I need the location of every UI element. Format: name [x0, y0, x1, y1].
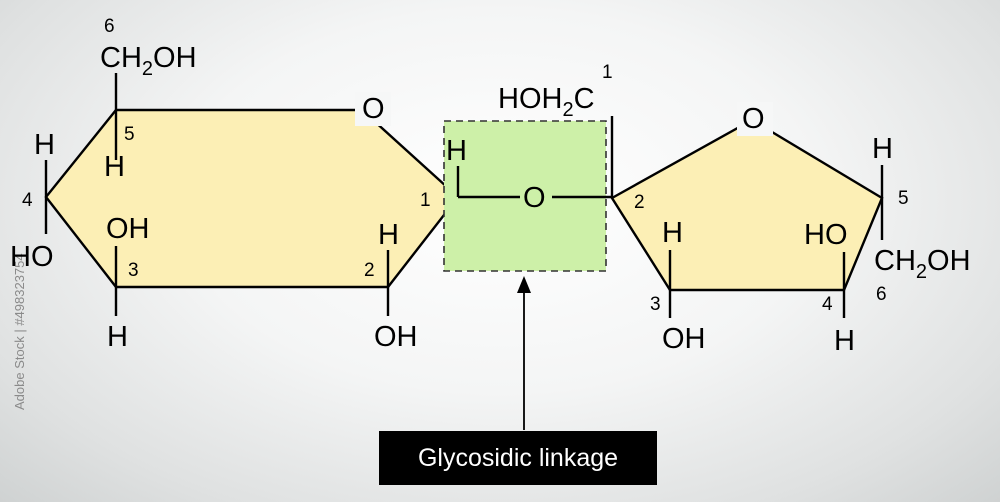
- fructose-ring-oxygen: O: [742, 103, 765, 135]
- fructose-c1-number: 1: [602, 62, 613, 83]
- glycosidic-linkage-caption: Glycosidic linkage: [379, 431, 657, 485]
- glucose-c2-number: 2: [364, 260, 375, 281]
- fructose-ring: [610, 118, 884, 292]
- glucose-c1-h: H: [446, 135, 467, 167]
- fructose-c6-number: 6: [876, 284, 887, 305]
- glucose-c1-number: 1: [420, 190, 431, 211]
- glucose-c2-h: H: [378, 219, 399, 251]
- fructose-c4-ho: HO: [804, 219, 848, 251]
- glucose-c6-group: CH2OH: [100, 42, 197, 80]
- watermark: Adobe Stock | #498323754: [12, 253, 27, 410]
- fructose-c5-number: 5: [898, 188, 909, 209]
- pointer-arrow-head: [517, 276, 531, 293]
- glucose-ring: [44, 108, 460, 289]
- fructose-c6-group: CH2OH: [874, 245, 971, 283]
- fructose-c4-number: 4: [822, 294, 833, 315]
- glucose-c5-h: H: [104, 151, 125, 183]
- glucose-c3-oh: OH: [106, 213, 150, 245]
- fructose-c3-number: 3: [650, 294, 661, 315]
- fructose-c1-group: HOH2C: [498, 83, 595, 121]
- fructose-c4-h: H: [834, 325, 855, 357]
- fructose-c5-h: H: [872, 133, 893, 165]
- glucose-c2-oh: OH: [374, 321, 418, 353]
- glucose-ring-oxygen: O: [362, 93, 385, 125]
- fructose-c3-oh: OH: [662, 323, 706, 355]
- glucose-c6-number: 6: [104, 16, 115, 37]
- glucose-c4-number: 4: [22, 190, 33, 211]
- glucose-c4-h: H: [34, 129, 55, 161]
- glucose-c4-oh: HO: [10, 241, 54, 273]
- fructose-c3-h: H: [662, 217, 683, 249]
- linkage-oxygen: O: [523, 182, 546, 214]
- glucose-c3-h: H: [107, 321, 128, 353]
- glucose-c3-number: 3: [128, 260, 139, 281]
- fructose-c2-number: 2: [634, 192, 645, 213]
- glucose-c5-number: 5: [124, 124, 135, 145]
